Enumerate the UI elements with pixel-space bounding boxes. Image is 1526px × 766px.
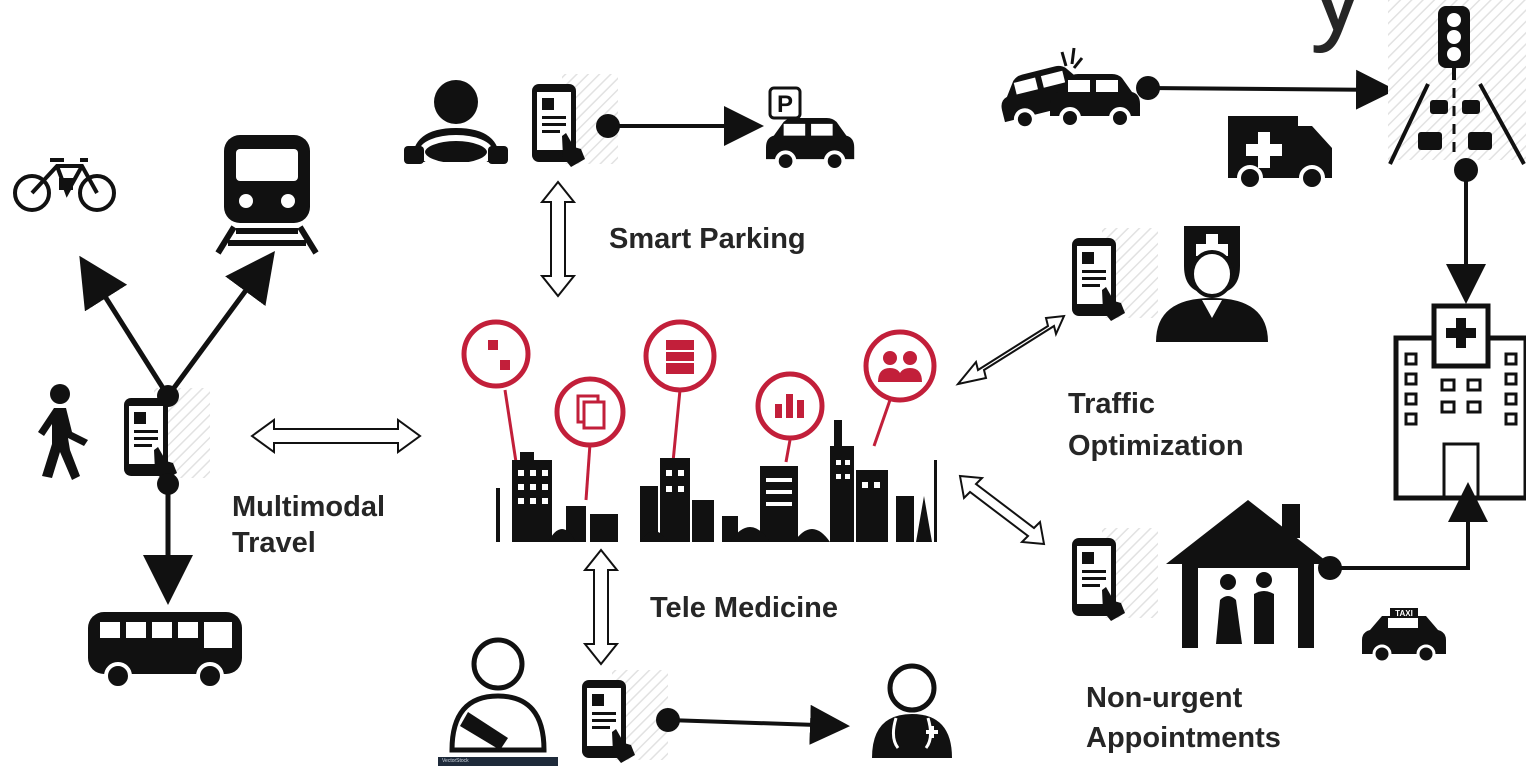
servers-pin <box>643 319 717 463</box>
accident-arrow <box>1136 69 1396 110</box>
parking-arrow <box>596 106 764 146</box>
nonurgent-label-line1: Non-urgent <box>1086 682 1243 714</box>
injured-patient-icon <box>438 632 558 757</box>
train-icon <box>215 135 319 255</box>
nurse-icon <box>1156 226 1268 342</box>
city-skyline <box>496 420 937 542</box>
house-elderly-icon <box>1166 500 1330 648</box>
doctor-icon <box>872 663 952 758</box>
traffic-hospital-arrow <box>1446 158 1486 304</box>
multimodal-travel-label: Multimodal Travel <box>232 489 385 561</box>
car-icon <box>764 116 857 172</box>
pedestrian-icon <box>38 384 88 480</box>
parking-city-link <box>539 180 577 298</box>
car-crash-icon <box>992 47 1142 135</box>
multimodal-arrows <box>79 250 275 605</box>
city-nonurgent-link <box>958 474 1046 546</box>
non-urgent-appointments-label: Non-urgent Appointments <box>1086 680 1281 756</box>
parking-icon: P <box>768 86 802 120</box>
nonurgent-label-line2: Appointments <box>1086 722 1281 754</box>
telemedicine-arrow <box>656 704 850 745</box>
city-telemedicine-link <box>582 548 620 666</box>
multimodal-city-link <box>250 418 422 454</box>
bus-icon <box>88 612 242 690</box>
smart-parking-label: Smart Parking <box>609 223 806 255</box>
taxi-icon: TAXI <box>1362 608 1446 664</box>
city-traffic-link <box>955 314 1066 386</box>
driver-icon <box>404 80 508 169</box>
city-skyline-windows <box>518 460 880 506</box>
multimodal-label-line1: Multimodal <box>232 491 386 523</box>
documents-pin <box>554 376 626 501</box>
house-hospital-arrow <box>1318 482 1488 580</box>
taxi-sign-label: TAXI <box>1395 609 1413 618</box>
smartphone-icon <box>582 670 668 763</box>
traffic-label-line2: Optimization <box>1068 430 1244 462</box>
users-pin <box>863 329 937 447</box>
tele-medicine-label: Tele Medicine <box>650 592 839 624</box>
bicycle-icon <box>13 158 116 212</box>
smart-city-icon <box>461 319 937 542</box>
traffic-label-line1: Traffic <box>1068 388 1156 420</box>
multimodal-label-line2: Travel <box>232 527 316 559</box>
traffic-optimization-label: Traffic Optimization <box>1068 386 1244 464</box>
title-fragment: y <box>1310 0 1365 48</box>
parking-sign-label: P <box>777 91 793 118</box>
traffic-light-icon <box>1388 0 1526 165</box>
workflow-pin <box>461 319 531 463</box>
smartphone-icon <box>1072 228 1158 321</box>
smartphone-icon <box>1072 528 1158 621</box>
hospital-icon <box>1393 303 1526 501</box>
analytics-pin <box>755 371 825 463</box>
stock-watermark: VectorStock <box>438 757 558 766</box>
ambulance-icon <box>1228 116 1332 191</box>
